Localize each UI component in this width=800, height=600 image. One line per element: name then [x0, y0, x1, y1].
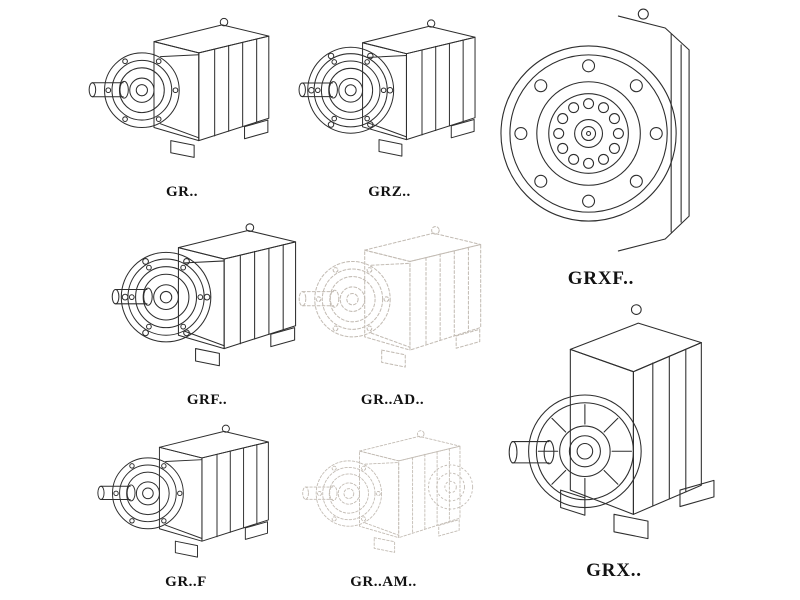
gearbox-cell-grxf: GRXF..: [492, 2, 710, 290]
gearbox-cell-grz: GRZ..: [292, 4, 487, 201]
gearbox-label-gr-ad: GR..AD..: [360, 392, 425, 408]
gearbox-label-gr-f: GR..F: [165, 574, 207, 590]
gearbox-cell-gr-am: GR..AM..: [286, 420, 481, 591]
gearbox-cell-grx: GRX..: [500, 296, 728, 582]
gearbox-drawing-gr: [84, 4, 280, 182]
gearbox-label-gr-am: GR..AM..: [350, 574, 417, 590]
gearbox-cell-grf: GRF..: [102, 210, 312, 409]
gearbox-label-grf: GRF..: [186, 392, 228, 408]
gearbox-drawing-grz: [294, 4, 486, 182]
gearbox-drawing-grx: [502, 296, 726, 558]
gearbox-drawing-gr-am: [288, 420, 480, 572]
gearbox-drawing-gr-f: [93, 420, 279, 572]
gearbox-label-grx: GRX..: [586, 560, 642, 581]
gearbox-cell-gr-f: GR..F: [86, 420, 286, 591]
gearbox-drawing-gr-ad: [294, 214, 492, 390]
gearbox-cell-gr: GR..: [82, 4, 282, 201]
gearbox-drawing-grxf: [494, 2, 708, 266]
gearbox-cell-gr-ad: GR..AD..: [290, 214, 495, 409]
gearbox-drawing-grf: [107, 210, 307, 390]
gearbox-label-grxf: GRXF..: [567, 268, 635, 289]
gearbox-label-grz: GRZ..: [368, 184, 411, 200]
gearbox-label-gr: GR..: [166, 184, 198, 200]
